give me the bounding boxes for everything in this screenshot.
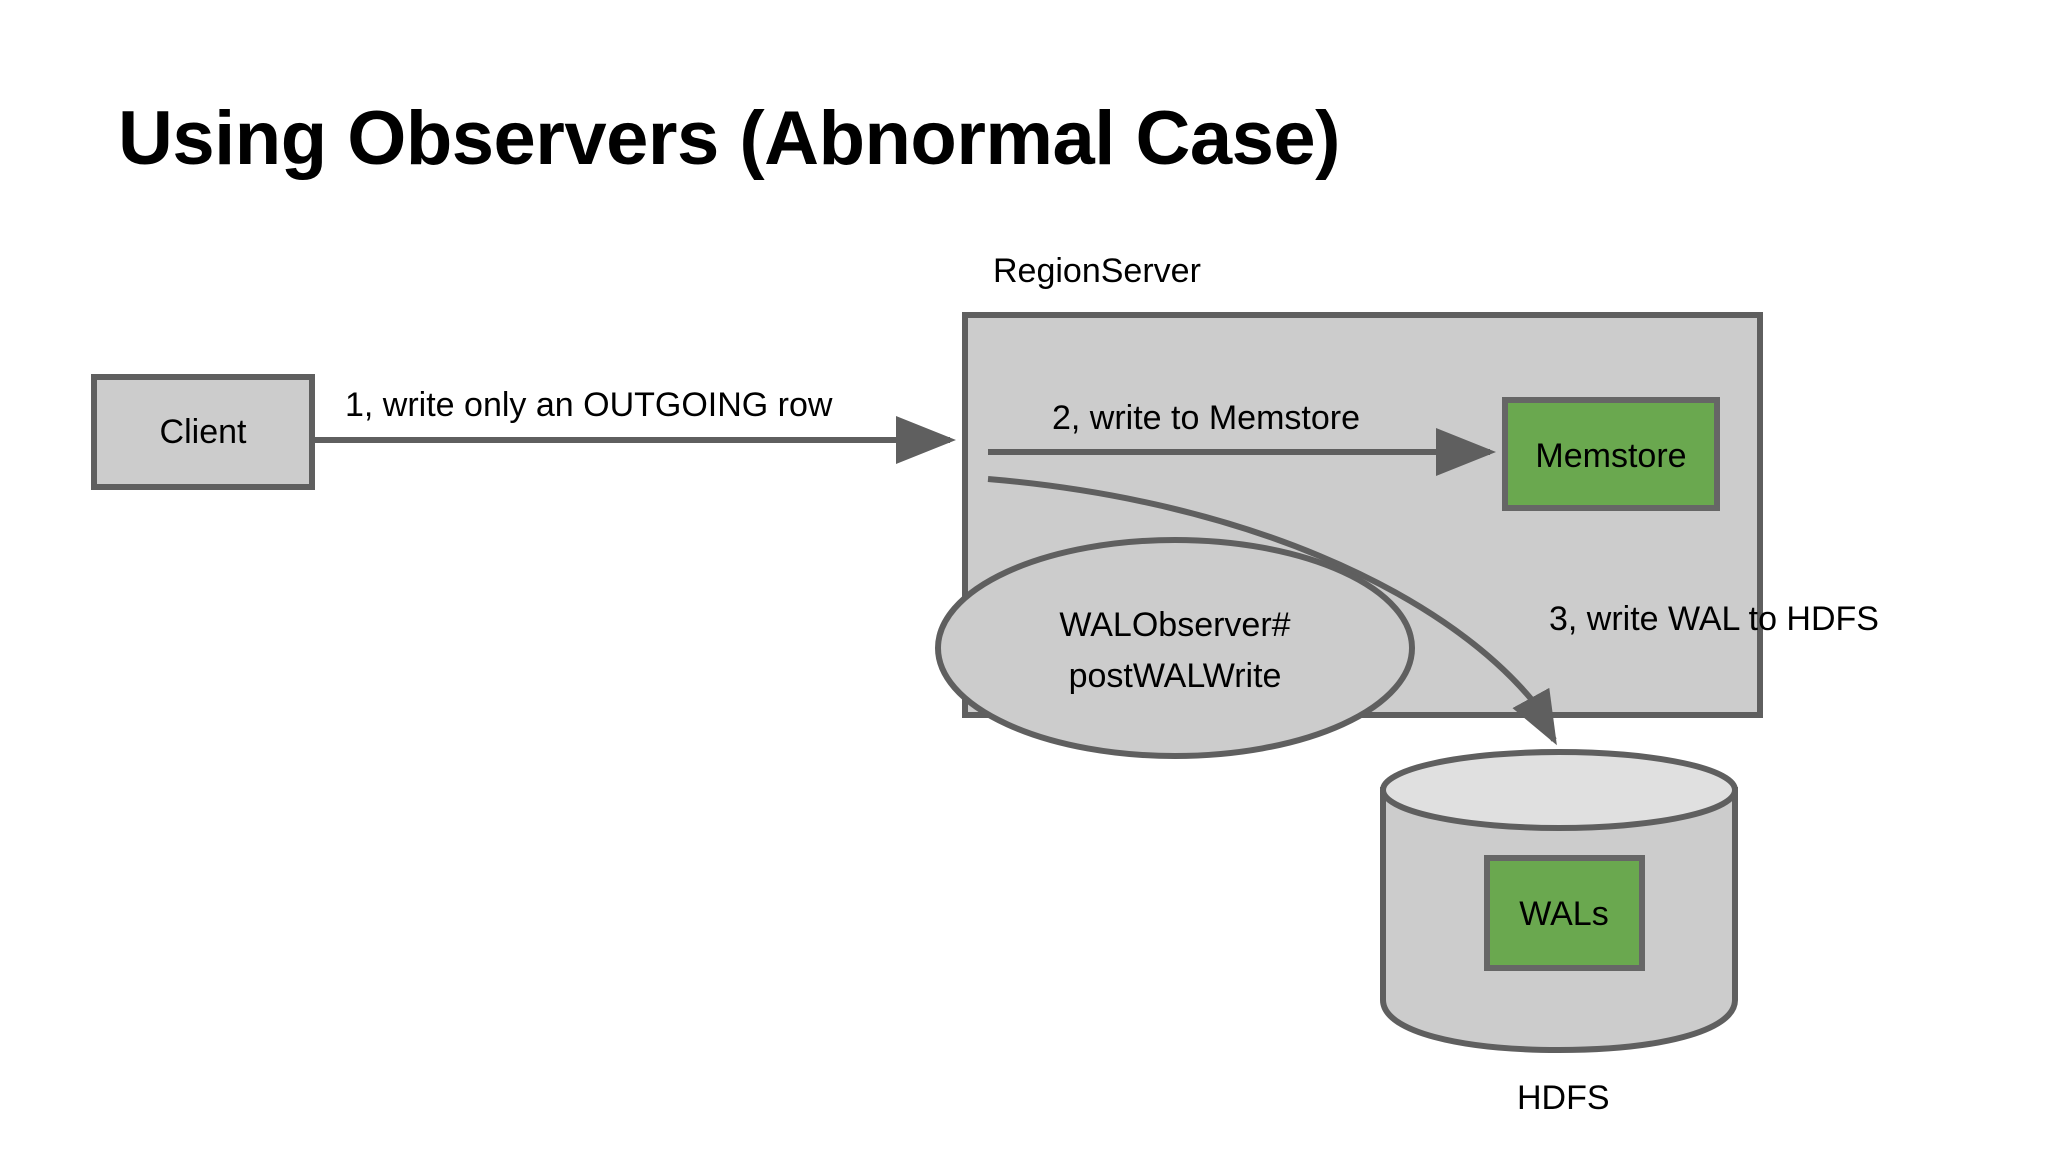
client-group: Client [91, 374, 315, 490]
step1-label: 1, write only an OUTGOING row [345, 386, 833, 424]
hdfs-group: WALs HDFS [1380, 749, 1738, 1117]
page-title: Using Observers (Abnormal Case) [118, 96, 1341, 181]
hdfs-cylinder-top [1380, 749, 1738, 831]
client-label: Client [160, 413, 247, 451]
wals-label: WALs [1519, 895, 1608, 933]
memstore-group: Memstore [1502, 397, 1720, 511]
region-server-caption: RegionServer [993, 252, 1201, 290]
memstore-label: Memstore [1535, 437, 1686, 475]
hdfs-caption: HDFS [1517, 1079, 1610, 1117]
wal-observer-label-line1: WALObserver# [1059, 606, 1290, 644]
wal-observer-group: WALObserver# postWALWrite [935, 537, 1415, 759]
step3-label: 3, write WAL to HDFS [1549, 600, 1879, 638]
edge-step3 [987, 476, 1557, 746]
step3-arrow [987, 476, 1557, 746]
wals-box [1484, 855, 1645, 971]
wal-observer-label-line2: postWALWrite [1069, 657, 1282, 695]
step2-label: 2, write to Memstore [1052, 399, 1360, 437]
edge-step2: 2, write to Memstore [988, 399, 1496, 476]
client-box [91, 374, 315, 490]
wal-observer-ellipse [935, 537, 1415, 759]
memstore-box [1502, 397, 1720, 511]
edge-step1: 1, write only an OUTGOING row [312, 386, 956, 464]
